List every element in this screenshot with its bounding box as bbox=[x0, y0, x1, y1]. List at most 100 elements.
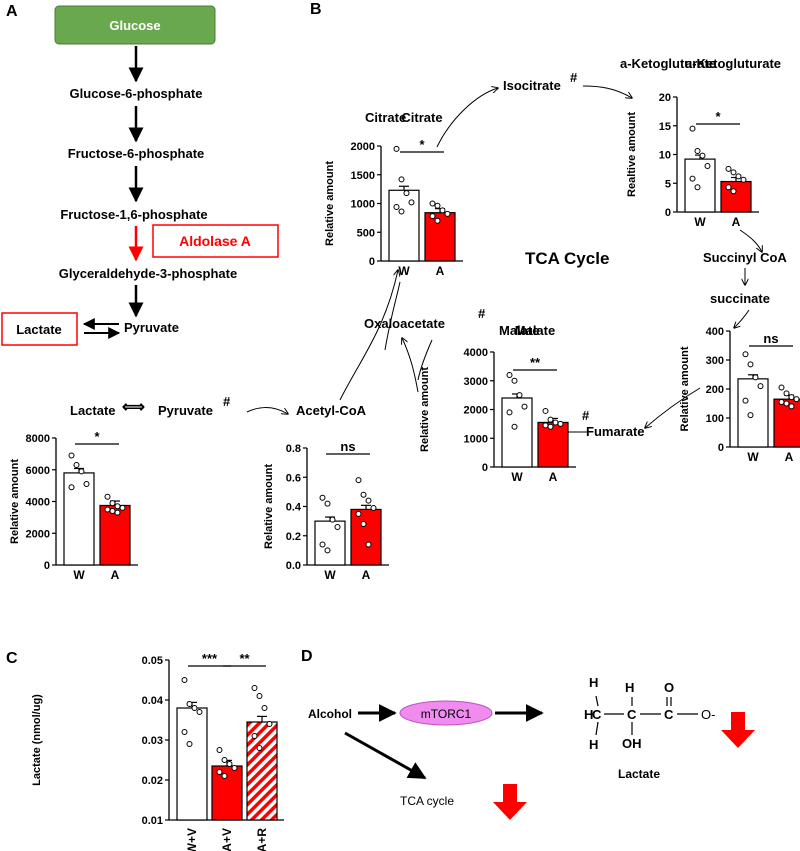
data-point bbox=[261, 705, 268, 711]
data-point bbox=[109, 508, 116, 515]
arrow-malate-oaa-part bbox=[417, 339, 433, 381]
y-axis-label: Relative amount bbox=[9, 459, 21, 544]
data-point bbox=[181, 677, 188, 683]
tca-cycle-text: TCA cycle bbox=[400, 794, 454, 808]
category-label: A bbox=[785, 450, 794, 464]
glycolysis-pathway: Glucose Glucose-6-phosphate Fructose-6-p… bbox=[1, 5, 279, 346]
significance-label: *** bbox=[202, 651, 218, 666]
glucose-box bbox=[54, 5, 216, 45]
data-point bbox=[355, 477, 362, 484]
significance-label: * bbox=[715, 109, 721, 124]
data-point bbox=[226, 761, 233, 767]
significance-label: ** bbox=[530, 355, 541, 370]
panel-label-d: D bbox=[301, 648, 313, 665]
category-label: A bbox=[362, 568, 371, 582]
data-point bbox=[216, 769, 223, 775]
data-point bbox=[783, 390, 790, 397]
data-point bbox=[699, 152, 706, 159]
data-point bbox=[221, 773, 228, 779]
bar-a-r bbox=[246, 721, 278, 821]
y-tick-label: 400 bbox=[706, 326, 724, 338]
data-point bbox=[778, 399, 785, 406]
data-point bbox=[186, 701, 193, 707]
y-tick-label: 5 bbox=[665, 178, 671, 190]
y-axis-label: Relative amount bbox=[419, 367, 431, 452]
data-point bbox=[516, 392, 523, 399]
data-point bbox=[403, 190, 410, 197]
lactate-label: Lactate bbox=[16, 322, 62, 337]
bar-w-v bbox=[176, 707, 208, 821]
data-point bbox=[740, 176, 747, 183]
atom-h-top: H bbox=[589, 675, 598, 690]
data-point bbox=[231, 765, 238, 771]
data-point bbox=[788, 403, 795, 410]
data-point bbox=[547, 416, 554, 423]
data-point bbox=[68, 484, 75, 491]
y-tick-label: 300 bbox=[706, 355, 724, 367]
data-point bbox=[191, 705, 198, 711]
arrow-akg-succinylcoa bbox=[739, 229, 762, 252]
y-tick-label: 1000 bbox=[464, 433, 488, 445]
atom-h-bottom: H bbox=[589, 737, 598, 752]
down-arrow-tca-icon bbox=[493, 784, 527, 820]
data-point bbox=[370, 504, 377, 511]
data-point bbox=[365, 497, 372, 504]
y-tick-label: 2000 bbox=[351, 141, 375, 153]
data-point bbox=[783, 400, 790, 407]
data-point bbox=[793, 396, 800, 403]
alcohol-label: Alcohol bbox=[308, 707, 352, 721]
data-point bbox=[251, 685, 258, 691]
data-point bbox=[788, 394, 795, 401]
data-point bbox=[429, 200, 436, 207]
data-point bbox=[757, 383, 764, 390]
y-tick-label: 0.6 bbox=[286, 472, 301, 484]
arrow-succinate-fumarate bbox=[645, 387, 701, 428]
y-tick-label: 100 bbox=[706, 413, 724, 425]
y-tick-label: 4000 bbox=[464, 347, 488, 359]
data-point bbox=[730, 188, 737, 195]
y-tick-label: 0.0 bbox=[286, 560, 301, 572]
data-point bbox=[104, 506, 111, 513]
y-tick-label: 2000 bbox=[464, 405, 488, 417]
tca-network: Lactate ⟺ Pyruvate # Acetyl-CoA Citrate … bbox=[70, 56, 787, 439]
significance-label: ns bbox=[763, 331, 778, 346]
bar-w bbox=[501, 397, 533, 468]
pyruvate-label: Pyruvate bbox=[124, 320, 179, 335]
y-axis-label: Lactate (nmol/ug) bbox=[31, 694, 43, 786]
f6p-label: Fructose-6-phosphate bbox=[68, 146, 205, 161]
data-point bbox=[542, 407, 549, 414]
tca-lactate-label: Lactate bbox=[70, 403, 116, 418]
bond bbox=[595, 695, 599, 707]
arrow-isocitrate-akg bbox=[582, 85, 632, 98]
data-point bbox=[444, 210, 451, 217]
data-point bbox=[114, 509, 121, 516]
mtorc1-node bbox=[399, 700, 493, 726]
y-tick-label: 20 bbox=[659, 92, 671, 104]
down-arrow-lactate-icon bbox=[721, 712, 755, 748]
pyruvate-hash: # bbox=[223, 394, 231, 409]
lactate-box bbox=[1, 312, 78, 346]
oxaloacetate-label: Oxaloacetate bbox=[364, 316, 445, 331]
data-point bbox=[319, 541, 326, 548]
atom-c3: C bbox=[664, 707, 674, 722]
data-point bbox=[104, 493, 111, 500]
data-point bbox=[109, 500, 116, 507]
bar-w bbox=[63, 472, 95, 566]
chart-title: Malate bbox=[515, 323, 555, 338]
atom-o-minus: O- bbox=[701, 707, 715, 722]
category-label: A+V bbox=[220, 828, 234, 851]
atom-c2: C bbox=[627, 707, 637, 722]
data-point bbox=[256, 745, 263, 751]
aldolase-label: Aldolase A bbox=[179, 233, 251, 249]
g6p-label: Glucose-6-phosphate bbox=[70, 86, 203, 101]
category-label: W bbox=[73, 568, 85, 582]
data-point bbox=[119, 504, 126, 511]
y-tick-label: 3000 bbox=[464, 376, 488, 388]
data-point bbox=[704, 163, 711, 169]
y-axis-label: Relative amount bbox=[324, 161, 336, 246]
arrow-alcohol-tca bbox=[344, 731, 427, 780]
category-label: A bbox=[436, 264, 445, 278]
data-point bbox=[324, 547, 331, 554]
